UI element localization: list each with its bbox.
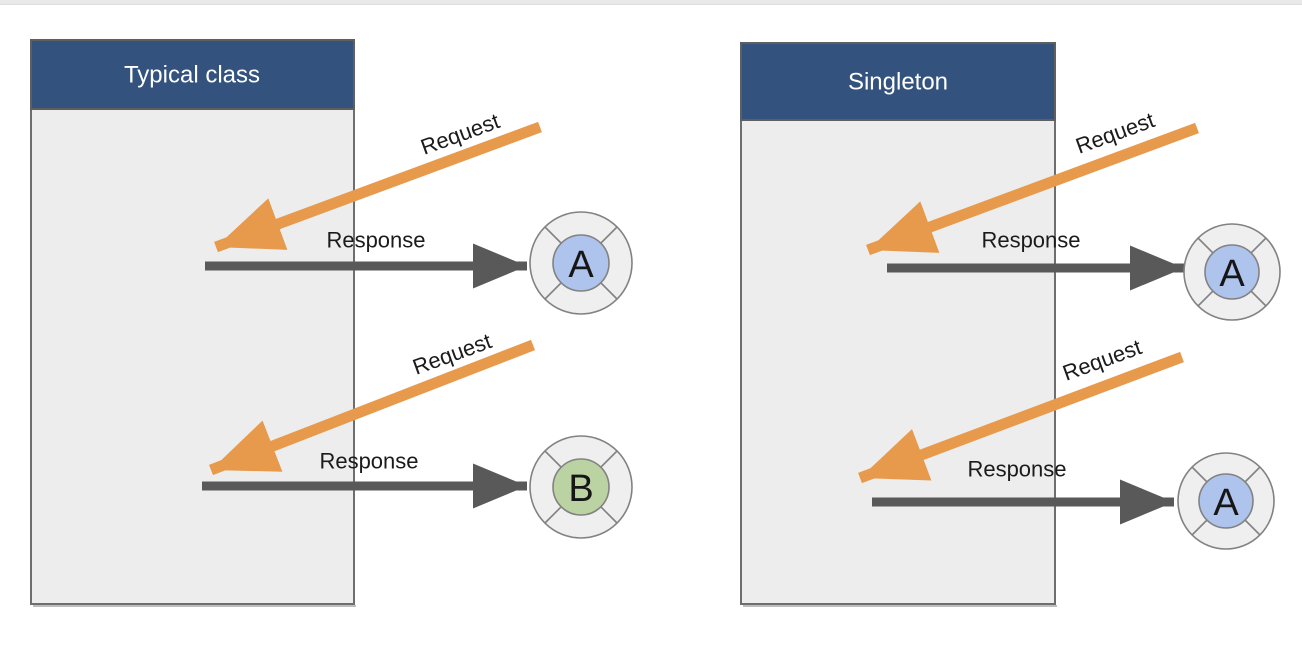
request-arrow [858,351,1184,484]
interaction-request-response: Request Response B [202,328,633,539]
request-arrow [209,339,535,476]
instance-spokes [1197,237,1267,307]
instance-letter: A [1219,253,1245,295]
response-label: Response [967,457,1066,482]
response-label: Response [326,228,425,253]
instance-letter: A [1213,482,1239,524]
instance-core [552,234,610,292]
interaction-request-response: Request Response A [205,108,633,315]
instance-spokes [544,450,618,524]
class-box [740,42,1056,605]
window-edge-strip [0,0,1302,5]
instance-core [1198,473,1254,529]
panel-title: Singleton [848,69,948,96]
instance-icon: B [529,435,633,539]
instance-icon: A [1177,452,1275,550]
instance-icon: A [1183,223,1281,321]
instance-icon: A [529,211,633,315]
panel-typical-class: Typical class Request Response [30,39,633,607]
instance-core [552,458,610,516]
response-label: Response [981,228,1080,253]
instance-core [1204,244,1260,300]
response-label: Response [319,449,418,474]
interaction-request-response: Request Response A [858,334,1275,550]
request-arrow [214,121,542,253]
panel-title: Typical class [124,62,260,89]
class-header [740,42,1056,121]
instance-spokes [1191,466,1261,536]
instance-spokes [544,226,618,300]
class-box [30,39,355,605]
class-header [30,39,355,110]
instance-letter: B [568,468,593,510]
panel-singleton: Singleton Request Response [740,42,1281,607]
instance-letter: A [568,244,594,286]
request-arrow [866,122,1199,256]
